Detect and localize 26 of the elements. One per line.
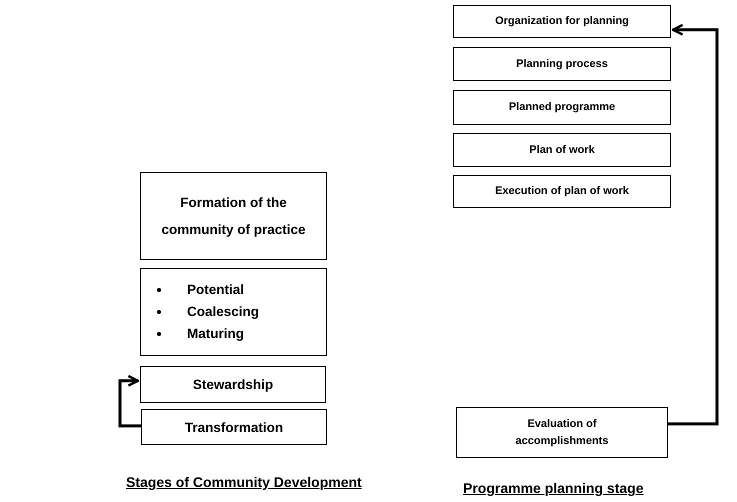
box-text: Stewardship <box>192 376 274 394</box>
box-text: Formation of the community of practice <box>160 194 307 239</box>
process-box <box>453 90 671 125</box>
process-box <box>140 268 327 356</box>
box-text: Transformation <box>184 418 284 436</box>
box-text: Execution of plan of work <box>494 184 630 199</box>
box-text: Planned programme <box>508 100 616 115</box>
process-box <box>456 407 668 458</box>
arrow <box>668 24 718 426</box>
process-box <box>453 133 671 167</box>
process-box <box>453 175 671 208</box>
diagram-caption: Programme planning stage <box>463 480 644 496</box>
box-text: Planning process <box>515 56 609 72</box>
arrow <box>118 374 141 428</box>
process-box <box>141 409 327 445</box>
box-text: Evaluation of accomplishments <box>514 416 610 448</box>
bullet-item: Potential <box>151 279 244 301</box>
process-box <box>453 5 671 38</box>
process-box <box>140 366 326 403</box>
process-box <box>453 47 671 81</box>
box-text: Organization for planning <box>494 14 630 29</box>
diagram-caption: Stages of Community Development <box>126 474 362 490</box>
box-text: Plan of work <box>528 142 596 158</box>
bullet-item: Maturing <box>151 323 244 345</box>
process-box <box>140 172 327 260</box>
bullet-item: Coalescing <box>151 301 260 323</box>
